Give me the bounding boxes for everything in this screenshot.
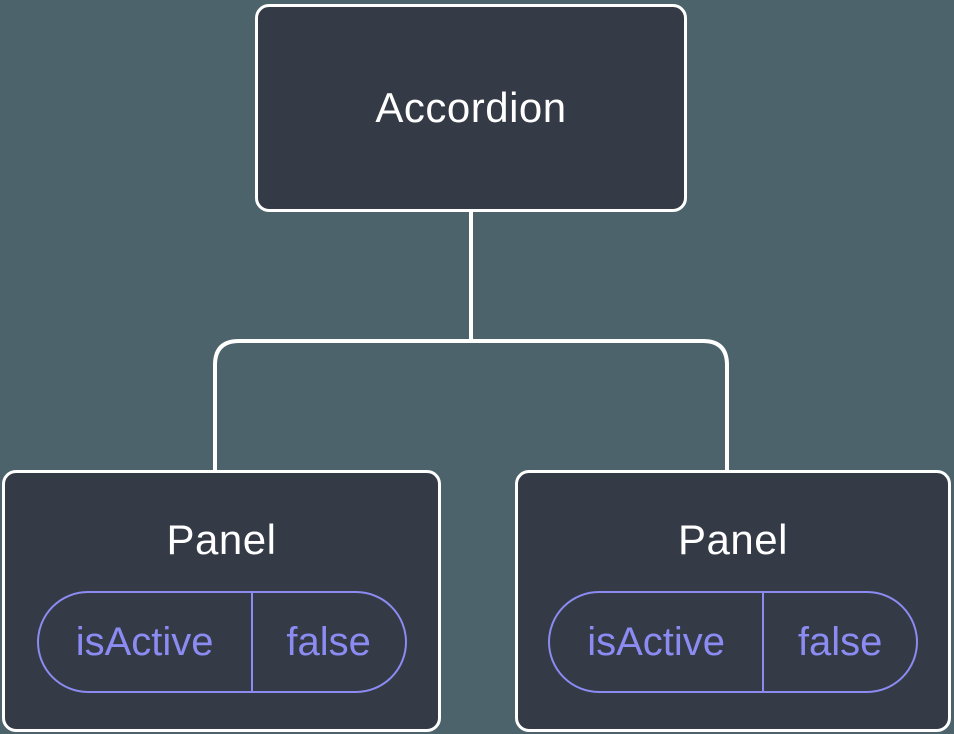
state-value: false [286, 619, 371, 664]
node-panel-1: Panel isActive false [2, 470, 441, 732]
node-panel-1-label: Panel [166, 516, 277, 563]
node-panel-2: Panel isActive false [515, 470, 951, 732]
node-panel-2-label: Panel [678, 516, 788, 563]
state-name: isActive [39, 593, 253, 691]
node-accordion: Accordion [255, 4, 687, 212]
connector-branches [213, 339, 729, 472]
state-pill: isActive false [36, 591, 407, 693]
node-accordion-label: Accordion [375, 84, 567, 131]
state-name: isActive [550, 593, 765, 691]
state-value: false [797, 619, 883, 664]
state-pill: isActive false [548, 591, 918, 693]
